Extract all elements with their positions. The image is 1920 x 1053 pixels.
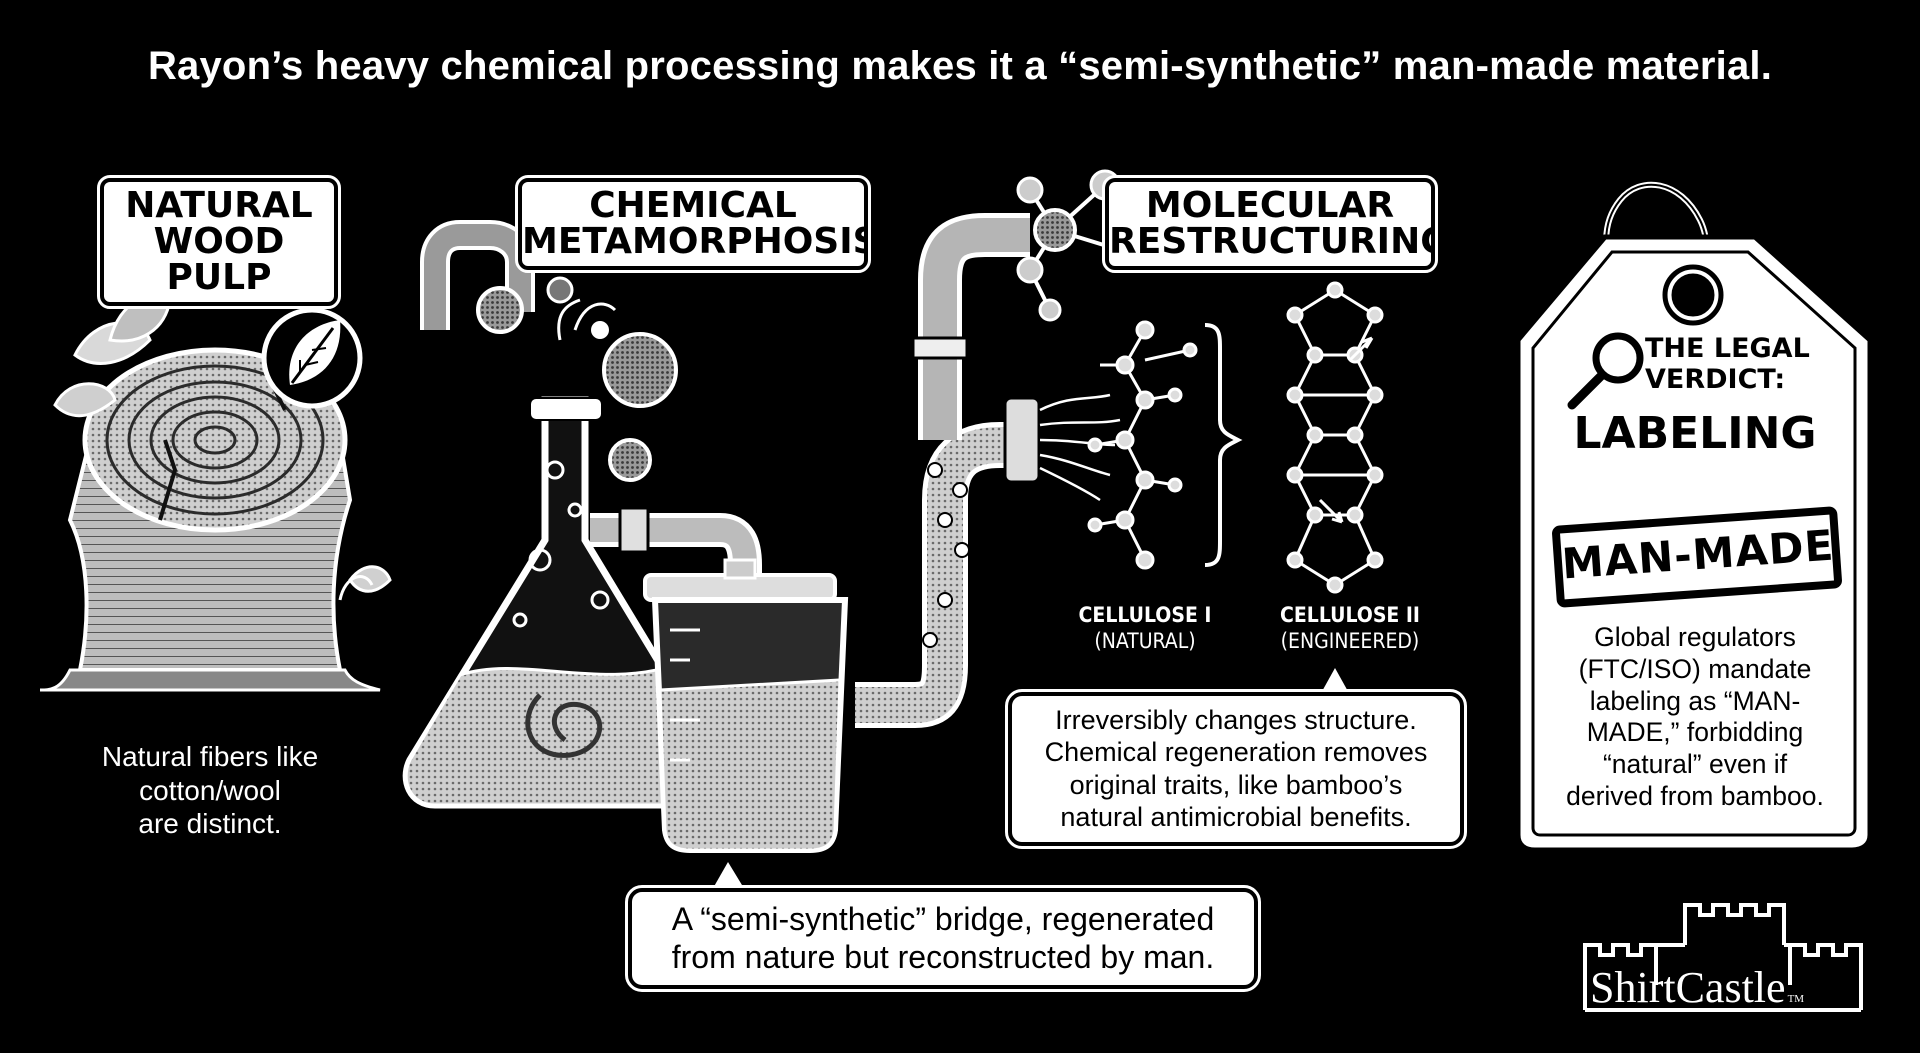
bridge-callout: A “semi-synthetic” bridge, regenerated f… [625, 885, 1261, 992]
molecular-callout-line-4: natural antimicrobial benefits. [1060, 802, 1412, 833]
molecular-label-line-2: RESTRUCTURING [1109, 221, 1450, 262]
bridge-callout-line-2: from nature but reconstructed by man. [671, 939, 1215, 976]
cellulose-one-diagram [1087, 320, 1243, 570]
tag-body: Global regulators (FTC/ISO) mandate labe… [1535, 622, 1855, 813]
leaf-icon [261, 307, 363, 409]
molecular-label-line-1: MOLECULAR [1145, 185, 1395, 226]
castle-icon [1583, 903, 1863, 1012]
tag-heading: THE LEGAL VERDICT: [1645, 333, 1845, 395]
tree-stump-icon [39, 294, 392, 692]
callout-tail-molecular [1320, 668, 1350, 695]
molecular-callout-line-2: Chemical regeneration removes [1044, 737, 1428, 768]
callout-tail-bridge [712, 862, 745, 890]
tag-heading-line-2: VERDICT: [1645, 364, 1786, 396]
beaker-icon [643, 558, 849, 853]
tag-heading-line-1: THE LEGAL [1645, 333, 1810, 364]
cellulose-two-line-2: (ENGINEERED) [1280, 629, 1420, 654]
tag-body-line-5: “natural” even if [1602, 749, 1788, 780]
wood-caption-line-3: are distinct. [138, 808, 282, 840]
chemical-label-line-2: METAMORPHOSIS [522, 221, 879, 262]
brand-name: ShirtCastle [1590, 963, 1786, 1012]
molecular-callout: Irreversibly changes structure. Chemical… [1005, 689, 1467, 849]
flask-icon [402, 276, 727, 809]
tag-heading-big: LABELING [1573, 408, 1817, 459]
brand-trademark: TM [1787, 993, 1805, 1005]
headline: Rayon’s heavy chemical processing makes … [147, 44, 1773, 88]
wood-caption: Natural fibers like cotton/wool are dist… [60, 740, 360, 841]
chemical-label-line-1: CHEMICAL [589, 185, 797, 226]
tag-body-line-1: Global regulators [1594, 622, 1796, 652]
wood-caption-line-2: cotton/wool [139, 774, 281, 806]
molecular-label: MOLECULAR RESTRUCTURING [1102, 175, 1450, 273]
pipe-icon [420, 213, 1121, 728]
tag-body-line-2: (FTC/ISO) mandate [1578, 653, 1812, 684]
wood-pulp-label-line-1: NATURAL [125, 185, 313, 226]
bridge-callout-line-1: A “semi-synthetic” bridge, regenerated [671, 901, 1215, 937]
chemical-label: CHEMICAL METAMORPHOSIS [515, 175, 879, 273]
hang-tag [1515, 181, 1873, 853]
cellulose-two-line-1: CELLULOSE II [1280, 603, 1420, 627]
cellulose-two-label: CELLULOSE II (ENGINEERED) [1255, 602, 1445, 655]
tag-body-line-4: MADE,” forbidding [1586, 717, 1804, 748]
tag-body-line-6: derived from bamboo. [1566, 780, 1824, 811]
molecular-callout-line-1: Irreversibly changes structure. [1055, 705, 1417, 735]
molecular-callout-line-3: original traits, like bamboo’s [1069, 769, 1403, 800]
cellulose-one-label: CELLULOSE I (NATURAL) [1050, 602, 1240, 655]
wood-pulp-label-line-2: WOOD PULP [153, 221, 285, 298]
wood-pulp-label: NATURAL WOOD PULP [97, 175, 341, 309]
tag-body-line-3: labeling as “MAN- [1589, 685, 1801, 716]
cellulose-one-line-1: CELLULOSE I [1078, 603, 1212, 627]
cellulose-one-line-2: (NATURAL) [1094, 629, 1196, 654]
wood-caption-line-1: Natural fibers like [101, 741, 319, 772]
magnifier-icon [1567, 332, 1644, 410]
cellulose-two-diagram [1286, 281, 1384, 594]
